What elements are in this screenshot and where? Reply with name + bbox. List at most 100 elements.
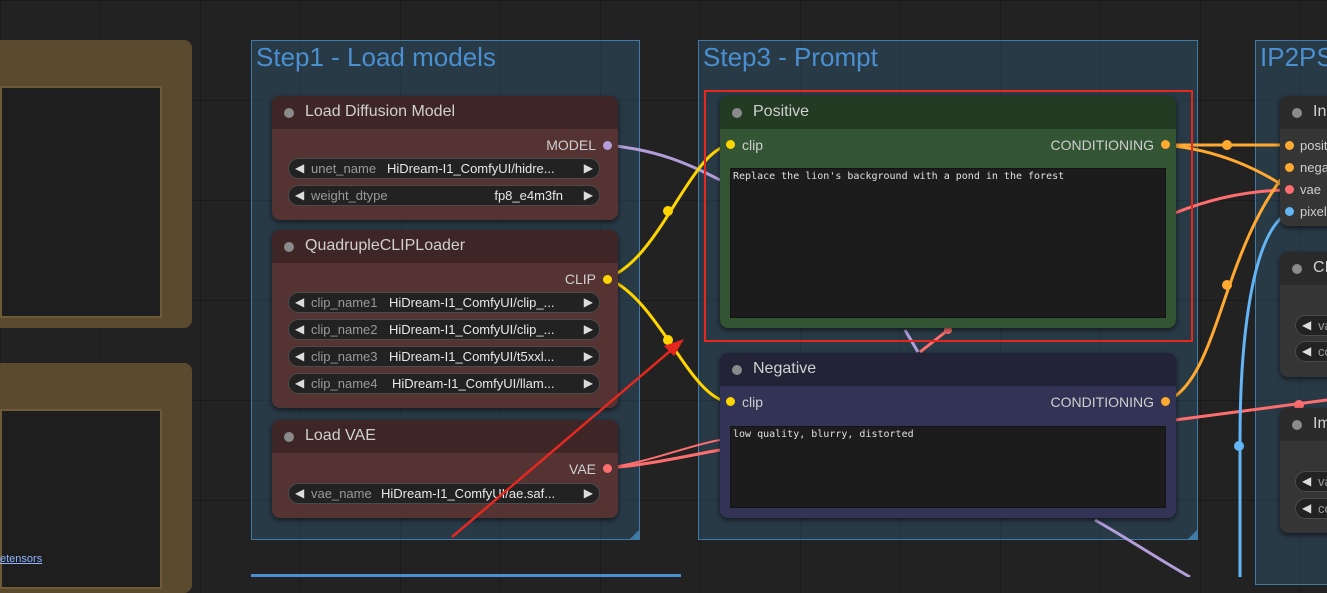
input-slot-clip[interactable] (726, 397, 735, 406)
output-slot-vae[interactable] (603, 464, 612, 473)
widget-partial[interactable]: ◀ co (1295, 341, 1327, 362)
widget-value: HiDream-I1_ComfyUI/clip_... (389, 322, 555, 337)
output-label-conditioning: CONDITIONING (1050, 137, 1154, 153)
input-slot-vae[interactable] (1285, 185, 1294, 194)
node-title: Ins (1313, 103, 1327, 120)
input-label-pixels: pixel (1300, 204, 1327, 219)
output-slot-conditioning[interactable] (1161, 397, 1170, 406)
node-partial-instruct[interactable]: Ins posit nega vae pixel (1280, 96, 1327, 226)
widget-value: HiDream-I1_ComfyUI/clip_... (389, 295, 555, 310)
increment-arrow-icon[interactable]: ▶ (583, 188, 593, 202)
decrement-arrow-icon[interactable]: ◀ (295, 188, 305, 202)
node-load-vae[interactable]: Load VAE VAE ◀ vae_name HiDream-I1_Comfy… (272, 420, 618, 518)
widget-clip-name1[interactable]: ◀ clip_name1 HiDream-I1_ComfyUI/clip_...… (288, 292, 600, 313)
node-title: Negative (753, 360, 817, 377)
decrement-arrow-icon[interactable]: ◀ (1302, 318, 1312, 332)
node-header[interactable]: Load Diffusion Model (272, 96, 618, 129)
output-label-model: MODEL (546, 137, 596, 153)
increment-arrow-icon[interactable]: ▶ (583, 322, 593, 336)
prompt-text-input[interactable]: Replace the lion's background with a pon… (730, 168, 1166, 318)
input-slot-clip[interactable] (726, 140, 735, 149)
widget-partial[interactable]: ◀ va (1295, 471, 1327, 492)
prompt-text-input[interactable]: low quality, blurry, distorted (730, 426, 1166, 508)
decrement-arrow-icon[interactable]: ◀ (295, 376, 305, 390)
collapse-dot-icon[interactable] (1292, 420, 1302, 430)
node-header[interactable]: Negative (720, 353, 1176, 386)
node-header[interactable]: CI (1280, 252, 1327, 285)
partial-node-bottom[interactable] (0, 363, 192, 593)
group-bottom-edge (251, 574, 681, 577)
decrement-arrow-icon[interactable]: ◀ (1302, 344, 1312, 358)
widget-name: clip_name2 (311, 322, 378, 337)
increment-arrow-icon[interactable]: ▶ (583, 349, 593, 363)
collapse-dot-icon[interactable] (284, 432, 294, 442)
group-title: Step3 - Prompt (703, 42, 878, 72)
node-header[interactable]: Ins (1280, 96, 1327, 129)
node-positive-prompt[interactable]: Positive clip CONDITIONING Replace the l… (720, 96, 1176, 328)
vae-reroute-dot (944, 326, 952, 334)
node-header[interactable]: QuadrupleCLIPLoader (272, 230, 618, 263)
node-title: QuadrupleCLIPLoader (305, 237, 466, 254)
decrement-arrow-icon[interactable]: ◀ (295, 486, 305, 500)
widget-name: va (1318, 318, 1327, 333)
node-header[interactable]: Load VAE (272, 420, 618, 453)
increment-arrow-icon[interactable]: ▶ (583, 486, 593, 500)
vae-reroute-dot (1294, 400, 1304, 410)
input-slot-positive[interactable] (1285, 141, 1294, 150)
output-label-conditioning: CONDITIONING (1050, 394, 1154, 410)
widget-name: clip_name3 (311, 349, 378, 364)
widget-name: va (1318, 474, 1327, 489)
collapse-dot-icon[interactable] (732, 108, 742, 118)
widget-clip-name4[interactable]: ◀ clip_name4 HiDream-I1_ComfyUI/llam... … (288, 373, 600, 394)
input-slot-pixels[interactable] (1285, 207, 1294, 216)
collapse-dot-icon[interactable] (284, 108, 294, 118)
output-slot-clip[interactable] (603, 275, 612, 284)
widget-weight-dtype[interactable]: ◀ weight_dtype fp8_e4m3fn ▶ (288, 185, 600, 206)
group-title: Step1 - Load models (256, 42, 496, 72)
widget-value: fp8_e4m3fn (494, 188, 563, 203)
node-negative-prompt[interactable]: Negative clip CONDITIONING low quality, … (720, 353, 1176, 518)
widget-name: clip_name1 (311, 295, 378, 310)
node-partial-image[interactable]: Im ◀ va ◀ co (1280, 408, 1327, 533)
increment-arrow-icon[interactable]: ▶ (583, 376, 593, 390)
collapse-dot-icon[interactable] (284, 242, 294, 252)
node-quadruple-clip-loader[interactable]: QuadrupleCLIPLoader CLIP ◀ clip_name1 Hi… (272, 230, 618, 408)
widget-partial[interactable]: ◀ va (1295, 315, 1327, 336)
output-slot-conditioning[interactable] (1161, 140, 1170, 149)
collapse-dot-icon[interactable] (1292, 264, 1302, 274)
image-link-wire (1238, 210, 1291, 577)
collapse-dot-icon[interactable] (1292, 108, 1302, 118)
collapse-dot-icon[interactable] (732, 365, 742, 375)
input-slot-negative[interactable] (1285, 163, 1294, 172)
node-load-diffusion-model[interactable]: Load Diffusion Model MODEL ◀ unet_name H… (272, 96, 618, 220)
widget-vae-name[interactable]: ◀ vae_name HiDream-I1_ComfyUI/ae.saf... … (288, 483, 600, 504)
model-link[interactable]: etensors (0, 553, 43, 565)
group-title: IP2PS (1260, 42, 1327, 72)
widget-value: HiDream-I1_ComfyUI/llam... (392, 376, 555, 391)
widget-name: co (1318, 344, 1327, 359)
decrement-arrow-icon[interactable]: ◀ (295, 161, 305, 175)
partial-node-top[interactable] (0, 40, 192, 328)
node-header[interactable]: Im (1280, 408, 1327, 441)
clip-reroute-dot (663, 335, 673, 345)
model-link-wire (606, 143, 721, 182)
decrement-arrow-icon[interactable]: ◀ (1302, 501, 1312, 515)
node-partial-ci[interactable]: CI ◀ va ◀ co (1280, 252, 1327, 377)
widget-partial[interactable]: ◀ co (1295, 498, 1327, 519)
node-title: Load VAE (305, 427, 376, 444)
node-title: Load Diffusion Model (305, 103, 456, 120)
input-label-clip: clip (742, 394, 764, 410)
decrement-arrow-icon[interactable]: ◀ (295, 322, 305, 336)
decrement-arrow-icon[interactable]: ◀ (295, 349, 305, 363)
widget-clip-name2[interactable]: ◀ clip_name2 HiDream-I1_ComfyUI/clip_...… (288, 319, 600, 340)
group-resize-handle[interactable] (1188, 530, 1197, 539)
decrement-arrow-icon[interactable]: ◀ (295, 295, 305, 309)
node-header[interactable]: Positive (720, 96, 1176, 129)
widget-clip-name3[interactable]: ◀ clip_name3 HiDream-I1_ComfyUI/t5xxl...… (288, 346, 600, 367)
decrement-arrow-icon[interactable]: ◀ (1302, 474, 1312, 488)
output-slot-model[interactable] (603, 141, 612, 150)
increment-arrow-icon[interactable]: ▶ (583, 295, 593, 309)
increment-arrow-icon[interactable]: ▶ (583, 161, 593, 175)
model-link-wire-bottom (1094, 518, 1191, 577)
widget-unet-name[interactable]: ◀ unet_name HiDream-I1_ComfyUI/hidre... … (288, 158, 600, 179)
